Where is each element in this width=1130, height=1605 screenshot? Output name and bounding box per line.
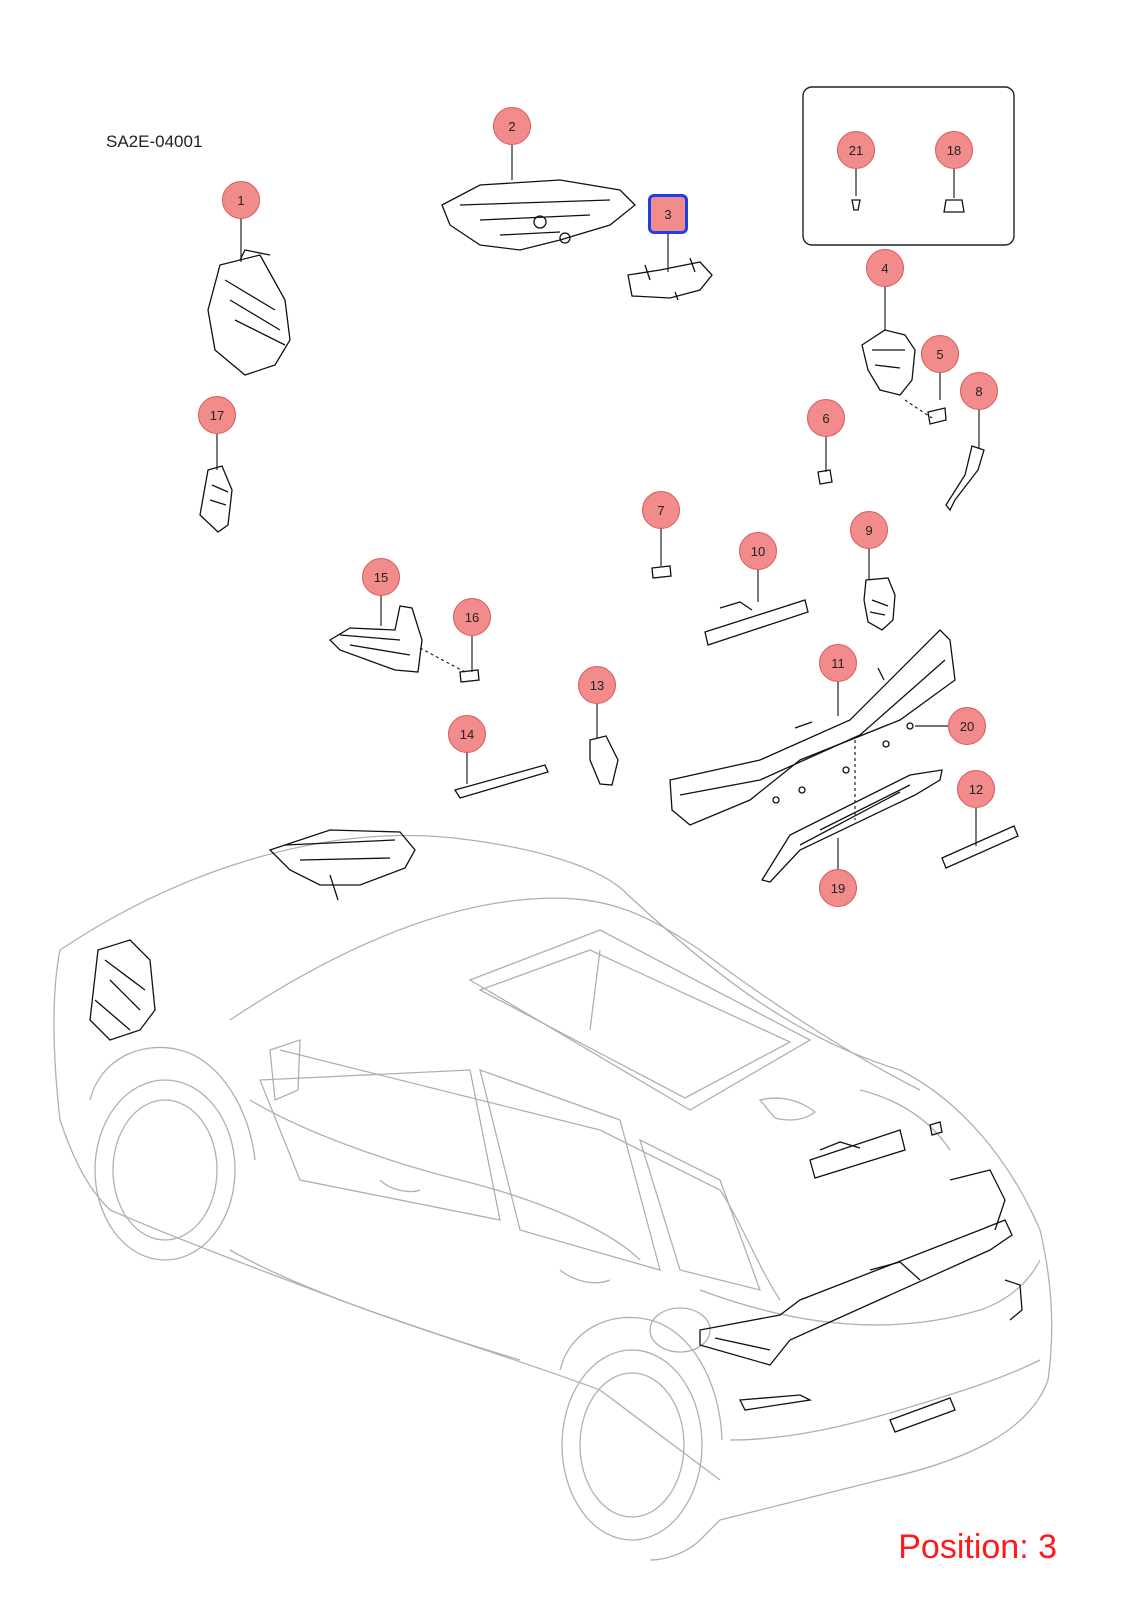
callout-6[interactable]: 6	[807, 399, 845, 437]
callout-19[interactable]: 19	[819, 869, 857, 907]
callout-10[interactable]: 10	[739, 532, 777, 570]
vehicle-outline	[53, 834, 1053, 1561]
callout-14[interactable]: 14	[448, 715, 486, 753]
callout-16[interactable]: 16	[453, 598, 491, 636]
callout-4[interactable]: 4	[866, 249, 904, 287]
callout-18[interactable]: 18	[935, 131, 973, 169]
callout-9[interactable]: 9	[850, 511, 888, 549]
callout-8[interactable]: 8	[960, 372, 998, 410]
callout-3-selected[interactable]: 3	[648, 194, 688, 234]
position-indicator: Position: 3	[898, 1528, 1057, 1566]
callout-7[interactable]: 7	[642, 491, 680, 529]
callout-17[interactable]: 17	[198, 396, 236, 434]
callout-12[interactable]: 12	[957, 770, 995, 808]
callout-21[interactable]: 21	[837, 131, 875, 169]
callout-15[interactable]: 15	[362, 558, 400, 596]
callout-5[interactable]: 5	[921, 335, 959, 373]
callout-13[interactable]: 13	[578, 666, 616, 704]
document-code: SA2E-04001	[106, 132, 203, 151]
callout-20[interactable]: 20	[948, 707, 986, 745]
vehicle-mounted-parts	[89, 829, 1023, 1433]
exploded-parts	[199, 179, 1019, 883]
hardware-box	[802, 86, 1015, 246]
callout-1[interactable]: 1	[222, 181, 260, 219]
callout-2[interactable]: 2	[493, 107, 531, 145]
leader-lines	[216, 145, 980, 870]
callout-11[interactable]: 11	[819, 644, 857, 682]
